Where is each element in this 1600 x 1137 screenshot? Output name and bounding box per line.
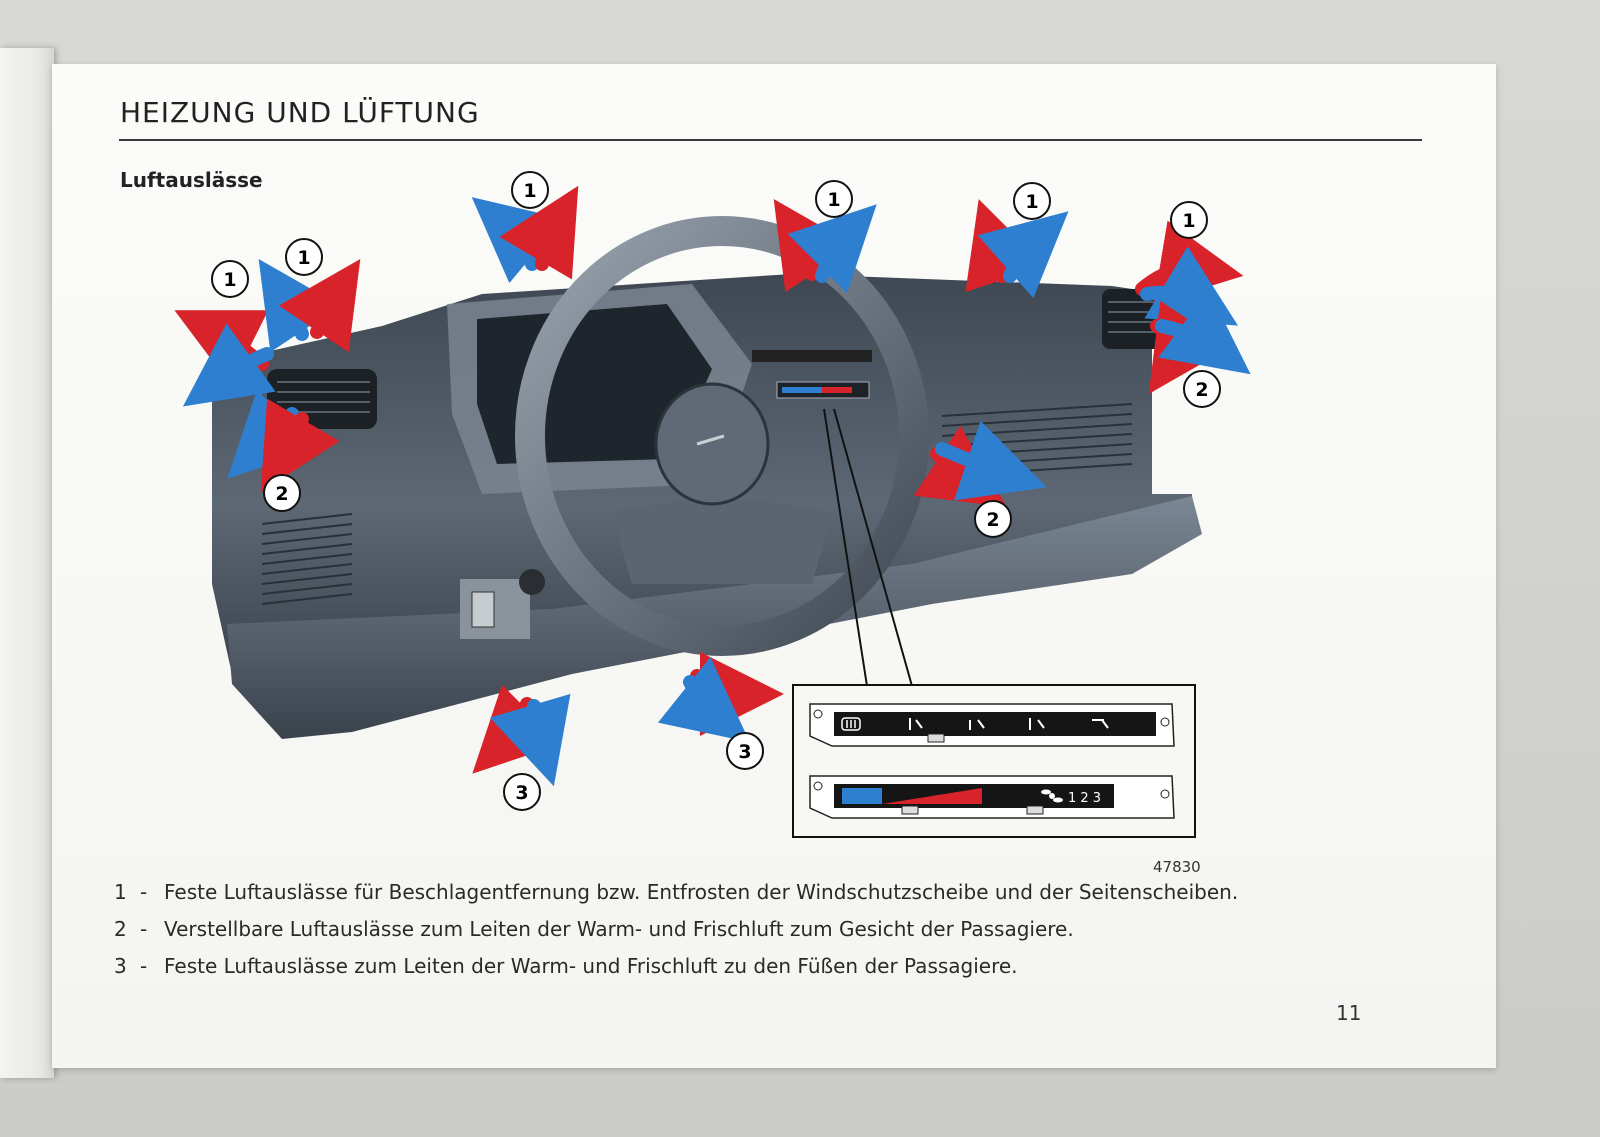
leader-lines bbox=[823, 408, 913, 687]
svg-text:1: 1 bbox=[827, 189, 840, 211]
callout-1: 1 bbox=[1013, 182, 1051, 220]
svg-text:2: 2 bbox=[986, 509, 999, 531]
legend-dash: - bbox=[140, 954, 148, 978]
svg-text:3: 3 bbox=[515, 782, 528, 804]
callout-1: 1 bbox=[511, 171, 549, 209]
svg-text:1: 1 bbox=[297, 247, 310, 269]
airflow-arrows bbox=[174, 185, 1251, 787]
subtitle: Luftauslässe bbox=[120, 168, 263, 192]
callout-1: 1 bbox=[285, 238, 323, 276]
legend-text: Feste Luftauslässe zum Leiten der Warm- … bbox=[164, 954, 1018, 978]
svg-text:1: 1 bbox=[523, 180, 536, 202]
callout-1: 1 bbox=[815, 180, 853, 218]
page-number: 11 bbox=[1336, 1001, 1362, 1025]
svg-text:1: 1 bbox=[223, 269, 236, 291]
legend-item: 1 - Feste Luftauslässe für Beschlagentfe… bbox=[114, 880, 1434, 917]
section-title: HEIZUNG UND LÜFTUNG bbox=[120, 96, 480, 129]
manual-page: HEIZUNG UND LÜFTUNG Luftauslässe bbox=[52, 64, 1496, 1068]
svg-text:1: 1 bbox=[1182, 210, 1195, 232]
svg-text:3: 3 bbox=[738, 741, 751, 763]
svg-text:1: 1 bbox=[1025, 191, 1038, 213]
svg-text:2: 2 bbox=[275, 483, 288, 505]
legend-number: 1 bbox=[114, 880, 127, 904]
callout-1: 1 bbox=[1170, 201, 1208, 239]
legend-item: 3 - Feste Luftauslässe zum Leiten der Wa… bbox=[114, 954, 1434, 991]
legend-number: 2 bbox=[114, 917, 127, 941]
recirculation-icon bbox=[1092, 719, 1109, 729]
callout-2: 2 bbox=[1183, 370, 1221, 408]
callout-3: 3 bbox=[503, 773, 541, 811]
left-page-edge bbox=[0, 48, 54, 1078]
callout-1: 1 bbox=[211, 260, 249, 298]
title-rule bbox=[119, 139, 1422, 141]
control-panel-inset: 1 2 3 bbox=[792, 684, 1196, 838]
callout-2: 2 bbox=[974, 500, 1012, 538]
callouts: 1 1 1 1 1 1 2 2 2 3 3 bbox=[211, 171, 1221, 811]
legend-dash: - bbox=[140, 880, 148, 904]
legend-text: Feste Luftauslässe für Beschlagentfernun… bbox=[164, 880, 1239, 904]
legend-item: 2 - Verstellbare Luftauslässe zum Leiten… bbox=[114, 917, 1434, 954]
callout-3: 3 bbox=[726, 732, 764, 770]
air-face-feet-icon bbox=[1029, 718, 1045, 730]
figure-number: 47830 bbox=[1153, 858, 1201, 876]
dashboard-illustration: 1 1 1 1 1 1 2 2 2 3 3 bbox=[174, 171, 1251, 838]
air-up-down-icon bbox=[909, 718, 923, 730]
fan-speed-labels: 1 2 3 bbox=[1068, 791, 1101, 806]
air-down-icon bbox=[969, 719, 985, 730]
fan-icon bbox=[1041, 789, 1063, 803]
steering-wheel bbox=[515, 216, 929, 656]
svg-text:2: 2 bbox=[1195, 379, 1208, 401]
legend-list: 1 - Feste Luftauslässe für Beschlagentfe… bbox=[114, 880, 1434, 991]
legend-text: Verstellbare Luftauslässe zum Leiten der… bbox=[164, 917, 1074, 941]
rear-window-heater-icon bbox=[841, 717, 861, 731]
callout-2: 2 bbox=[263, 474, 301, 512]
legend-number: 3 bbox=[114, 954, 127, 978]
legend-dash: - bbox=[140, 917, 148, 941]
